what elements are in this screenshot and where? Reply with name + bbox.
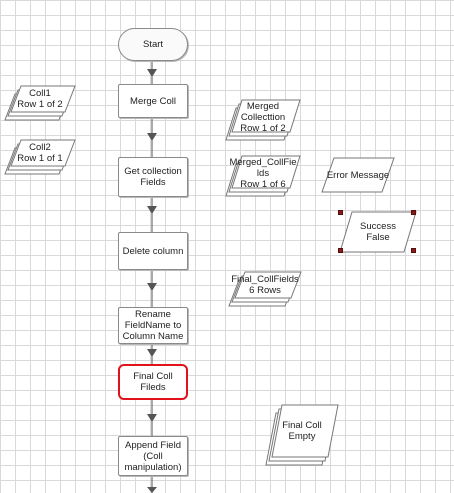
data-item-icon [321,157,395,193]
success-data-item[interactable]: Success False [339,211,417,253]
arrow-head-icon [147,283,157,291]
collection-stack-icon [225,155,301,197]
delete-column-stage[interactable]: Delete column [118,232,188,270]
append-field-stage[interactable]: Append Field (Coll manipulation) [118,436,188,476]
start-stage[interactable]: Start [118,28,188,61]
collection-stack-icon [4,85,76,121]
arrow-head-icon [147,69,157,77]
collection-stack-icon [265,404,339,466]
arrow-head-icon [147,414,157,422]
coll2-collection[interactable]: Coll2 Row 1 of 1 [4,139,76,175]
start-label: Start [142,39,164,50]
resize-handle-bottom-right[interactable] [411,248,416,253]
resize-handle-top-left[interactable] [338,210,343,215]
coll1-collection[interactable]: Coll1 Row 1 of 2 [4,85,76,121]
collection-stack-icon [4,139,76,175]
append-field-label: Append Field (Coll manipulation) [124,439,182,473]
delete-column-label: Delete column [122,245,184,257]
rename-fieldname-stage[interactable]: Rename FieldName to Column Name [118,307,188,344]
merged-collection-label: Merged Collecttion Row 1 of 2 [240,100,286,134]
final-collfields-collection[interactable]: Final_CollFields 6 Rows [228,271,302,307]
error-message-label: Error Message [326,169,390,181]
final-collfields-label: Final_CollFields 6 Rows [231,274,299,296]
arrow-head-icon [147,133,157,141]
final-coll-fileds-stage[interactable]: Final Coll Fileds [118,364,188,400]
collection-stack-icon [225,99,301,141]
arrow-head-icon [147,349,157,357]
coll2-label: Coll2 Row 1 of 1 [17,142,63,164]
rename-fieldname-label: Rename FieldName to Column Name [122,309,184,342]
error-message-data-item[interactable]: Error Message [321,157,395,193]
resize-handle-top-right[interactable] [411,210,416,215]
merged-collection-collection[interactable]: Merged Collecttion Row 1 of 2 [225,99,301,141]
final-coll-fileds-label: Final Coll Fileds [133,371,173,393]
merged-collfields-label: Merged_CollFie lds Row 1 of 6 [229,156,297,190]
merged-collfields-collection[interactable]: Merged_CollFie lds Row 1 of 6 [225,155,301,197]
collection-stack-icon [228,271,302,307]
resize-handle-bottom-left[interactable] [338,248,343,253]
merge-coll-label: Merge Coll [130,95,176,107]
arrow-head-icon [147,206,157,214]
final-coll-label: Final Coll Empty [282,420,322,442]
coll1-label: Coll1 Row 1 of 2 [17,88,63,110]
get-collection-fields-stage[interactable]: Get collection Fields [118,157,188,197]
arrow-head-icon [147,487,157,493]
final-coll-collection[interactable]: Final Coll Empty [265,404,339,466]
success-label: Success False [360,221,396,243]
get-collection-fields-label: Get collection Fields [124,166,182,188]
data-item-icon [339,211,417,253]
merge-coll-stage[interactable]: Merge Coll [118,84,188,118]
